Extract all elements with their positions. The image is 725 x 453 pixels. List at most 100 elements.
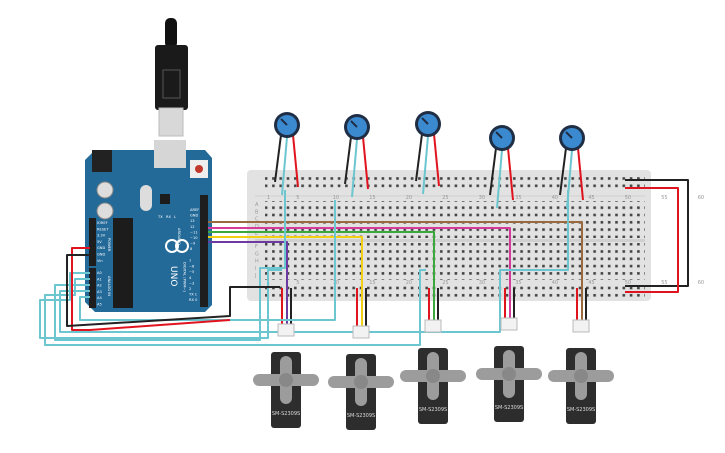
servo-signal-wire-pin11[interactable] (208, 231, 435, 323)
pot-signal-wire[interactable] (496, 149, 503, 209)
column-number: 55 (661, 195, 667, 201)
servo-motor[interactable]: SM-S2309S (253, 323, 319, 428)
power-label: POWER (107, 238, 111, 252)
pot-power-wire[interactable] (577, 147, 584, 201)
servo-motor[interactable]: SM-S2309S (328, 325, 394, 430)
analog-label: ANALOG IN (107, 276, 111, 296)
pot-ground-wire[interactable] (415, 133, 423, 182)
arduino-5v-wire[interactable] (71, 247, 231, 331)
digital-pin-label: 4 (189, 276, 192, 280)
column-number: 35 (515, 280, 521, 286)
pot-power-wire[interactable] (433, 133, 440, 187)
row-letter: H (255, 259, 259, 265)
analog-pin-label: A2 (97, 284, 102, 288)
servo-signal-wire-pin13[interactable] (208, 221, 583, 323)
column-number: 60 (698, 280, 704, 286)
column-number: 50 (625, 195, 631, 201)
column-number: 40 (552, 280, 558, 286)
potentiometer[interactable] (274, 112, 300, 138)
servo-label: SM-S2309S (272, 411, 300, 417)
pot-power-wire[interactable] (292, 134, 299, 188)
pot-ground-wire[interactable] (559, 147, 567, 196)
column-number: 55 (661, 280, 667, 286)
row-letter: F (255, 244, 258, 250)
potentiometer[interactable] (415, 111, 441, 137)
servo-signal-wire-pin10[interactable] (208, 236, 363, 329)
pot-signal-wire[interactable] (351, 138, 358, 198)
digital-pin-label: 2 (189, 287, 191, 291)
brand-label: ARDUINO (177, 228, 181, 245)
analog-pin-label: A5 (97, 303, 102, 307)
power-pin-label: Vin (97, 259, 103, 263)
digital-pin-label: 8 (190, 247, 193, 251)
power-rail-top (265, 176, 645, 190)
analog-wire-a0[interactable] (39, 269, 282, 339)
column-number: 60 (698, 195, 704, 201)
led-label: TX (157, 215, 163, 219)
servo-connector (277, 323, 295, 337)
pot-signal-wire[interactable] (422, 135, 429, 195)
column-number: 5 (296, 280, 299, 286)
potentiometer[interactable] (344, 114, 370, 140)
power-pin-label: 3.3V (97, 234, 106, 238)
servo-signal-wire-pin9[interactable] (208, 241, 288, 327)
pot-ground-wire[interactable] (274, 134, 282, 183)
servo-motor[interactable]: SM-S2309S (548, 319, 614, 424)
potentiometer[interactable] (559, 125, 585, 151)
column-number: 20 (406, 195, 412, 201)
analog-wire-a1[interactable] (44, 269, 426, 346)
potentiometer[interactable] (489, 125, 515, 151)
column-number: 25 (442, 280, 448, 286)
analog-pin-label: A4 (97, 296, 102, 300)
column-number: 45 (588, 195, 594, 201)
digital-pin-label: 12 (190, 225, 195, 229)
arduino-gnd-wire[interactable] (66, 254, 280, 327)
usb-cable[interactable] (155, 18, 188, 137)
row-letter: I (255, 266, 256, 272)
column-number: 40 (552, 195, 558, 201)
servo-connector (572, 319, 590, 333)
servo-motor[interactable]: SM-S2309S (400, 319, 466, 424)
rail-bridge-black[interactable] (625, 179, 689, 287)
rail-bridge-red[interactable] (625, 187, 679, 293)
analog-wire-a2[interactable] (54, 190, 286, 341)
servo-connector (424, 319, 442, 333)
servo-label: SM-S2309S (567, 407, 595, 413)
pot-ground-wire[interactable] (489, 147, 497, 196)
pot-signal-wire[interactable] (281, 136, 288, 196)
servo-connector (352, 325, 370, 339)
column-number: 30 (479, 280, 485, 286)
analog-wire-a4[interactable] (79, 200, 336, 321)
servo-connector (500, 317, 518, 331)
led-label: L (174, 215, 176, 219)
digital-header (200, 195, 208, 307)
column-number: 45 (588, 280, 594, 286)
breadboard[interactable]: 1155101015152020252530303535404045455050… (247, 170, 704, 301)
arduino-uno-board[interactable]: ARDUINO UNO DIGITAL (PWM~) ANALOG IN POW… (85, 140, 212, 312)
analog-header (89, 268, 96, 308)
servo-motor[interactable]: SM-S2309S (476, 317, 542, 422)
power-pin-label: GND (97, 253, 105, 257)
row-letter: E (255, 231, 258, 237)
analog-wire-a3[interactable] (59, 190, 569, 333)
digital-pin-label: TX 1 (188, 293, 197, 297)
digital-pin-label: ~3 (189, 281, 194, 285)
row-letter: D (255, 224, 259, 230)
column-number: 10 (333, 195, 339, 201)
pot-ground-wire[interactable] (344, 136, 352, 185)
power-pin-label: IOREF (97, 221, 108, 225)
pot-power-wire[interactable] (362, 136, 369, 190)
terminal-strip-bottom (265, 243, 645, 280)
digital-pin-label: ~9 (190, 242, 196, 246)
power-header (89, 218, 96, 266)
servo-label: SM-S2309S (419, 407, 447, 413)
column-number: 20 (406, 280, 412, 286)
pot-power-wire[interactable] (507, 147, 514, 201)
column-number: 15 (369, 280, 375, 286)
digital-pin-label: ~11 (190, 230, 198, 234)
digital-pin-label: AREF (190, 208, 199, 212)
digital-pin-label: 7 (189, 259, 191, 263)
digital-pin-label: ~10 (190, 236, 198, 240)
servo-signal-wire-pin12[interactable] (208, 227, 511, 321)
